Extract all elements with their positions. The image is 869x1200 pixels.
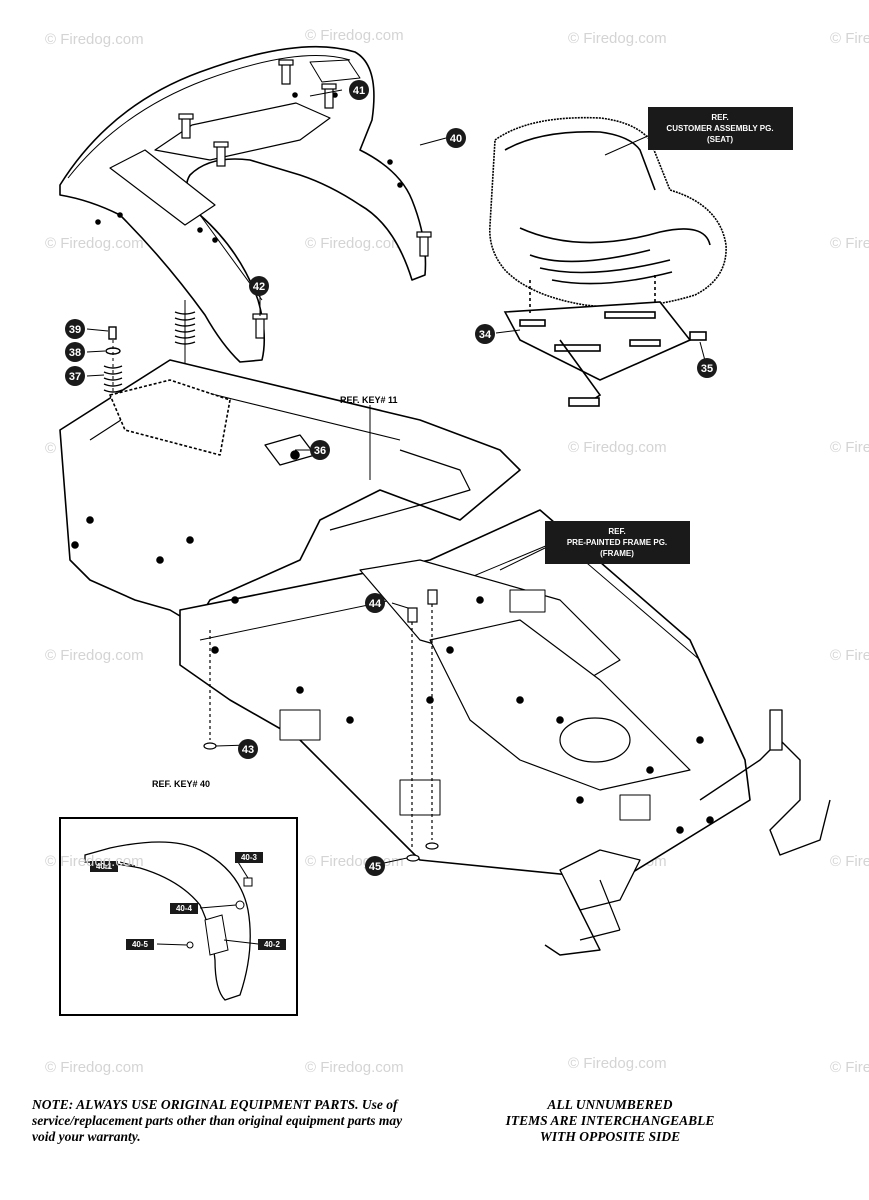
- callout-35: 35: [697, 358, 717, 378]
- callout-43: 43: [238, 739, 258, 759]
- svg-text:40-2: 40-2: [264, 940, 281, 949]
- watermark: © Firedog.com: [830, 30, 869, 47]
- svg-text:CUSTOMER ASSEMBLY PG.: CUSTOMER ASSEMBLY PG.: [666, 124, 773, 133]
- svg-text:41: 41: [353, 85, 365, 97]
- seat-ref-box: REF. CUSTOMER ASSEMBLY PG. (SEAT): [648, 107, 793, 150]
- note-line: ITEMS ARE INTERCHANGEABLE: [505, 1113, 715, 1128]
- callout-45: 45: [365, 856, 385, 876]
- watermark: © Firedog.com: [830, 439, 869, 456]
- fender-detail-inset: [59, 817, 298, 1016]
- callout-44: 44: [365, 593, 385, 613]
- svg-text:45: 45: [369, 861, 381, 873]
- svg-text:40: 40: [450, 133, 462, 145]
- svg-text:39: 39: [69, 324, 81, 336]
- spring-parts: [103, 300, 196, 410]
- ref-key-11-label: REF. KEY# 11: [340, 395, 398, 405]
- frame-ref-box: REF. PRE-PAINTED FRAME PG. (FRAME): [545, 521, 690, 564]
- watermark: © Firedog.com: [45, 853, 144, 870]
- interchangeable-note: ALL UNNUMBERED ITEMS ARE INTERCHANGEABLE…: [455, 1097, 765, 1145]
- fender-bolts: [178, 59, 432, 339]
- watermark: © Firedog.com: [568, 439, 667, 456]
- watermark: © Firedog.com: [830, 1059, 869, 1076]
- watermark: © Firedog.com: [45, 1059, 144, 1076]
- watermark: © Firedog.com: [305, 27, 404, 44]
- watermark: © Firedog.com: [830, 647, 869, 664]
- svg-text:40-5: 40-5: [132, 940, 149, 949]
- callout-40: 40: [446, 128, 466, 148]
- svg-text:40-3: 40-3: [241, 853, 258, 862]
- svg-text:40-4: 40-4: [176, 904, 193, 913]
- inset-label-40-1: 40-1: [90, 861, 118, 872]
- svg-text:43: 43: [242, 744, 254, 756]
- watermark: © Firedog.com: [305, 1059, 404, 1076]
- svg-text:38: 38: [69, 347, 81, 359]
- svg-text:35: 35: [701, 363, 713, 375]
- watermark: © Firedog.com: [830, 853, 869, 870]
- svg-text:(SEAT): (SEAT): [707, 135, 733, 144]
- callout-36: 36: [310, 440, 330, 460]
- inset-label-40-4: 40-4: [170, 903, 198, 914]
- svg-text:40-1: 40-1: [96, 862, 113, 871]
- watermark: © Firedog.com: [45, 647, 144, 664]
- callout-34: 34: [475, 324, 495, 344]
- watermark: © Firedog.com: [305, 235, 404, 252]
- svg-text:PRE-PAINTED FRAME PG.: PRE-PAINTED FRAME PG.: [567, 538, 667, 547]
- callout-39: 39: [65, 319, 85, 339]
- watermark: © Firedog.com: [568, 30, 667, 47]
- svg-text:37: 37: [69, 371, 81, 383]
- watermark: © Firedog.com: [568, 1055, 667, 1072]
- frame-drawing: [59, 359, 831, 956]
- ref-key-40-label: REF. KEY# 40: [152, 779, 210, 789]
- svg-text:42: 42: [253, 281, 265, 293]
- seat-drawing: [488, 116, 727, 407]
- svg-text:44: 44: [369, 598, 382, 610]
- note-line: ALL UNNUMBERED: [547, 1097, 673, 1112]
- watermark: © Firedog.com: [45, 235, 144, 252]
- callout-41: 41: [349, 80, 369, 100]
- callout-42: 42: [249, 276, 269, 296]
- inset-label-40-5: 40-5: [126, 939, 154, 950]
- watermark: © Firedog.com: [45, 31, 144, 48]
- fender-drawing: [59, 45, 427, 363]
- svg-text:(FRAME): (FRAME): [600, 549, 634, 558]
- svg-text:36: 36: [314, 445, 326, 457]
- note-line: WITH OPPOSITE SIDE: [539, 1129, 681, 1144]
- svg-text:REF.: REF.: [711, 113, 728, 122]
- watermark: © Firedog.com: [830, 235, 869, 252]
- callout-37: 37: [65, 366, 85, 386]
- svg-text:REF.: REF.: [608, 527, 625, 536]
- callout-38: 38: [65, 342, 85, 362]
- inset-label-40-3: 40-3: [235, 852, 263, 863]
- svg-text:34: 34: [479, 329, 492, 341]
- inset-label-40-2: 40-2: [258, 939, 286, 950]
- oem-parts-note: NOTE: ALWAYS USE ORIGINAL EQUIPMENT PART…: [32, 1097, 403, 1144]
- leader-lines: [86, 89, 708, 864]
